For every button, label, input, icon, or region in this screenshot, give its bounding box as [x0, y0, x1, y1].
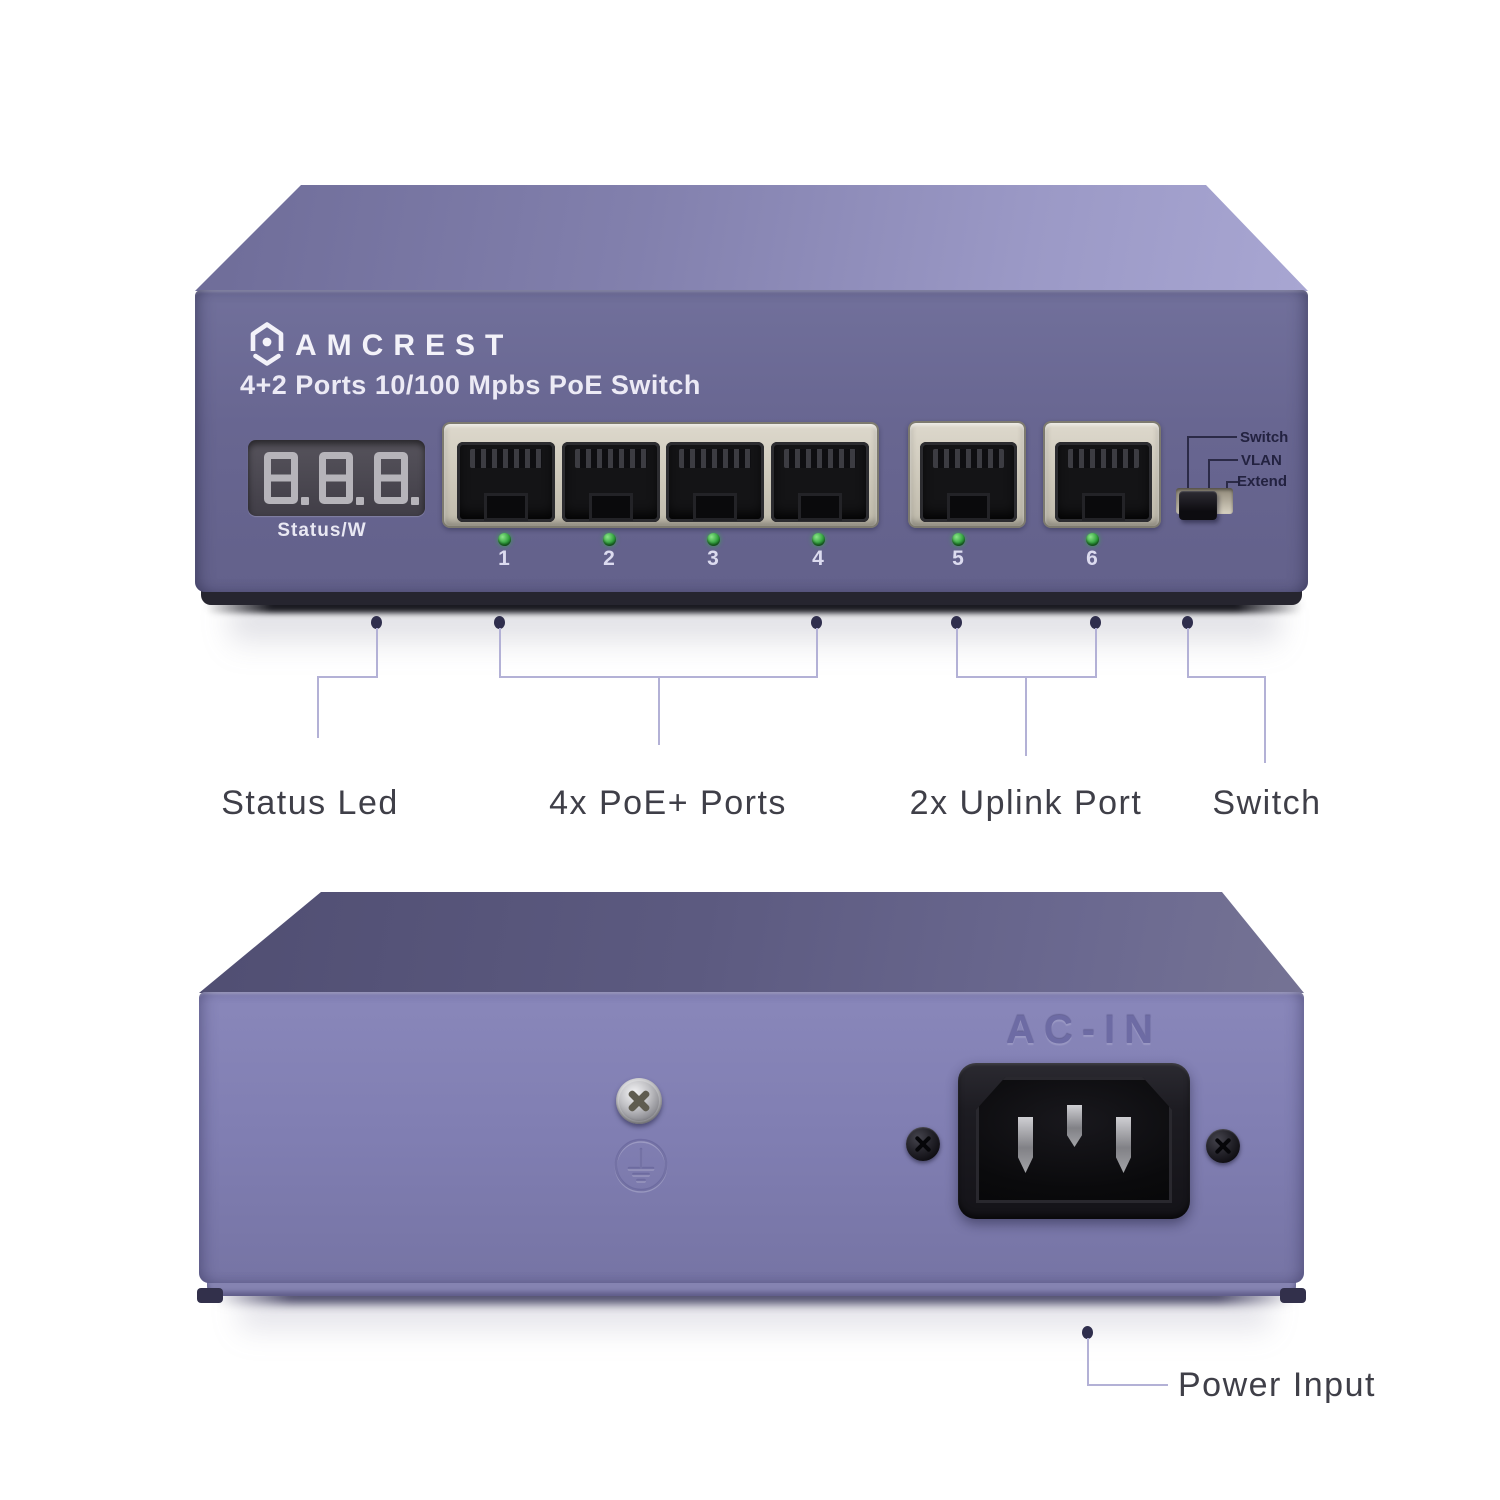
- screw-black-right-icon: [1206, 1129, 1240, 1163]
- rj45-port-1: [457, 442, 555, 522]
- seven-segment-digit: [319, 452, 353, 504]
- callout-line: [956, 628, 958, 677]
- seven-segment-digit: [264, 452, 298, 504]
- front-view-bottom-edge: [201, 590, 1302, 605]
- port-number-2: 2: [603, 547, 615, 570]
- callout-label-status-led: Status Led: [221, 784, 399, 822]
- rear-view-top-face: [199, 892, 1304, 993]
- mode-label-extend: Extend: [1237, 473, 1288, 490]
- callout-line: [1025, 676, 1027, 756]
- callout-line: [816, 628, 818, 677]
- callout-line: [1087, 1384, 1168, 1386]
- callout-line: [658, 676, 660, 745]
- rear-view-bottom-edge: [207, 1282, 1296, 1296]
- mode-line-vlan-v: [1208, 459, 1210, 490]
- rj45-port-6: [1055, 442, 1152, 522]
- port-led-1: [498, 533, 511, 546]
- rear-view-rear-panel: AC-IN: [199, 992, 1304, 1283]
- port-number-5: 5: [952, 547, 964, 570]
- callout-label-uplink-ports: 2x Uplink Port: [909, 784, 1143, 822]
- mode-label-vlan: VLAN: [1241, 452, 1282, 469]
- amcrest-logo-icon: [245, 320, 289, 368]
- rj45-port-5: [920, 442, 1017, 522]
- port-led-4: [812, 533, 825, 546]
- mode-line-extend: [1226, 481, 1238, 483]
- power-inlet-prong-left: [1018, 1117, 1033, 1173]
- callout-dot-poe-right: [811, 616, 822, 629]
- callout-line: [317, 676, 319, 738]
- mode-switch-knob: [1179, 491, 1217, 520]
- rear-foot-left: [197, 1288, 223, 1303]
- mode-line-extend-v: [1226, 481, 1228, 490]
- callout-line: [1264, 676, 1266, 763]
- callout-label-mode-switch: Switch: [1212, 784, 1322, 822]
- callout-dot-status-led: [371, 616, 382, 629]
- product-subtitle: 4+2 Ports 10/100 Mpbs PoE Switch: [240, 370, 701, 400]
- ac-in-label: AC-IN: [1005, 1008, 1163, 1052]
- port-number-1: 1: [498, 547, 510, 570]
- mode-line-vlan: [1208, 459, 1238, 461]
- switch-rear-view: AC-IN: [197, 892, 1306, 1304]
- front-view-top-face: [195, 185, 1308, 291]
- brand-wordmark: AMCREST: [295, 329, 514, 362]
- power-inlet-recess: [976, 1077, 1172, 1203]
- rj45-port-2: [562, 442, 660, 522]
- screw-silver-icon: [616, 1078, 662, 1124]
- seven-segment-dot: [356, 497, 364, 505]
- power-inlet: [958, 1063, 1190, 1219]
- callout-line: [1095, 628, 1097, 677]
- callout-label-power-input: Power Input: [1178, 1366, 1376, 1404]
- callout-dot-power-input: [1082, 1326, 1093, 1339]
- callout-dot-switch: [1182, 616, 1193, 629]
- port-led-6: [1086, 533, 1099, 546]
- callout-label-poe-ports: 4x PoE+ Ports: [549, 784, 787, 822]
- callout-dot-uplink-left: [951, 616, 962, 629]
- uplink-port-5-bezel: [908, 421, 1026, 528]
- port-led-5: [952, 533, 965, 546]
- port-number-3: 3: [707, 547, 719, 570]
- ground-symbol-icon: [612, 1136, 670, 1194]
- rear-device-soft-shadow: [240, 1300, 1270, 1340]
- uplink-port-6-bezel: [1043, 421, 1161, 528]
- seven-segment-dot: [411, 497, 419, 505]
- mode-line-switch-v: [1187, 436, 1189, 490]
- mode-line-switch: [1187, 436, 1237, 438]
- callout-line: [1087, 1338, 1089, 1385]
- callout-dot-uplink-right: [1090, 616, 1101, 629]
- rj45-port-3: [666, 442, 764, 522]
- poe-port-group-bezel: [442, 422, 879, 528]
- power-inlet-prong-right: [1116, 1117, 1131, 1173]
- callout-line: [499, 628, 501, 677]
- rj45-port-4: [771, 442, 869, 522]
- port-led-3: [707, 533, 720, 546]
- callout-line: [1187, 676, 1266, 678]
- callout-line: [376, 628, 378, 677]
- switch-front-view: AMCREST 4+2 Ports 10/100 Mpbs PoE Switch…: [195, 185, 1308, 617]
- callout-line: [1187, 628, 1189, 677]
- status-display-label: Status/W: [277, 520, 367, 541]
- port-number-4: 4: [812, 547, 824, 570]
- front-device-soft-shadow: [230, 608, 1280, 654]
- power-inlet-prong-center: [1067, 1105, 1082, 1147]
- mode-label-switch: Switch: [1240, 429, 1289, 446]
- port-led-2: [603, 533, 616, 546]
- front-view-front-panel: AMCREST 4+2 Ports 10/100 Mpbs PoE Switch…: [195, 290, 1308, 592]
- callout-dot-poe-left: [494, 616, 505, 629]
- rear-foot-right: [1280, 1288, 1306, 1303]
- port-number-6: 6: [1086, 547, 1098, 570]
- status-display: [248, 440, 425, 516]
- seven-segment-dot: [301, 497, 309, 505]
- seven-segment-digit: [374, 452, 408, 504]
- callout-line: [317, 676, 378, 678]
- screw-black-left-icon: [906, 1127, 940, 1161]
